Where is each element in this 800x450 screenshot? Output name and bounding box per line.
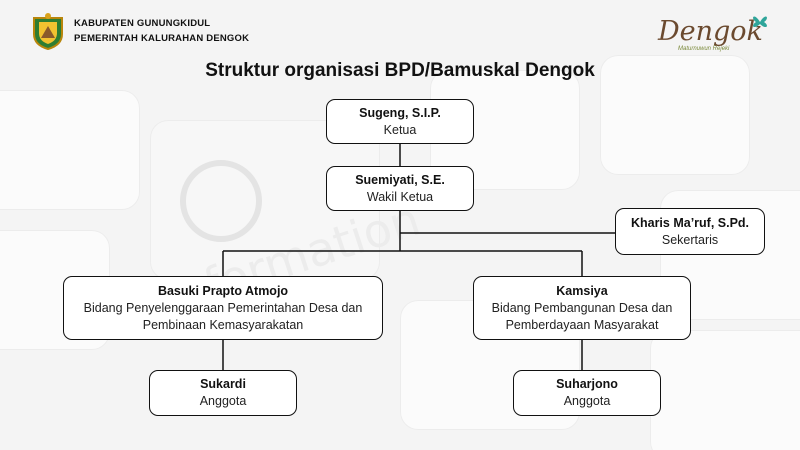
node-role: Wakil Ketua <box>366 189 434 204</box>
node-role: Ketua <box>383 122 417 137</box>
node-role: Bidang Penyelenggaraan Pemerintahan Desa… <box>83 300 363 332</box>
header-government: PEMERINTAH KALURAHAN DENGOK <box>74 33 250 44</box>
node-wakil-ketua: Suemiyati, S.E. Wakil Ketua <box>326 166 474 211</box>
node-name: Kharis Ma’ruf, S.Pd. <box>630 215 750 230</box>
node-sekretaris: Kharis Ma’ruf, S.Pd. Sekertaris <box>615 208 765 255</box>
chart-title: Struktur organisasi BPD/Bamuskal Dengok <box>205 60 595 81</box>
butterfly-icon <box>753 16 767 28</box>
node-anggota-sukardi: Sukardi Anggota <box>149 370 297 416</box>
node-bidang-pemerintahan: Basuki Prapto Atmojo Bidang Penyelenggar… <box>63 276 383 340</box>
logo-wordmark: Dengok <box>658 16 763 47</box>
logo-tagline: Maturnuwun Rejeki <box>678 46 730 52</box>
node-role: Anggota <box>199 394 247 408</box>
node-role: Anggota <box>563 394 611 408</box>
node-name: Suemiyati, S.E. <box>355 172 445 187</box>
node-name: Sugeng, S.I.P. <box>359 105 441 120</box>
node-name: Basuki Prapto Atmojo <box>157 283 289 298</box>
node-bidang-pembangunan: Kamsiya Bidang Pembangunan Desa dan Pemb… <box>473 276 691 340</box>
node-ketua: Sugeng, S.I.P. Ketua <box>326 99 474 144</box>
node-name: Sukardi <box>200 377 246 391</box>
page-header: KABUPATEN GUNUNGKIDUL PEMERINTAH KALURAH… <box>30 12 249 50</box>
header-regency: KABUPATEN GUNUNGKIDUL <box>74 18 211 29</box>
node-role: Bidang Pembangunan Desa dan Pemberdayaan… <box>491 300 673 332</box>
dengok-logo: Dengok Maturnuwun Rejeki <box>658 12 770 56</box>
node-name: Suharjono <box>556 377 618 391</box>
node-role: Sekertaris <box>661 232 719 247</box>
gunungkidul-emblem-icon <box>33 13 63 50</box>
info-circle-icon <box>180 160 262 242</box>
node-anggota-suharjono: Suharjono Anggota <box>513 370 661 416</box>
node-name: Kamsiya <box>556 283 608 298</box>
